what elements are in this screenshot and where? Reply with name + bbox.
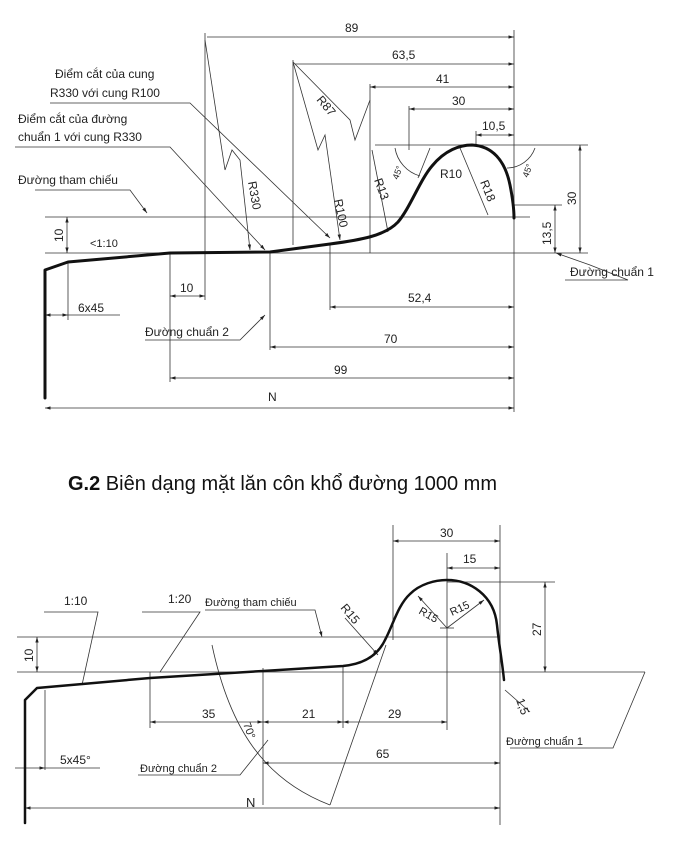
leaders-and-construction [44,595,531,806]
dim-v13-5: 13,5 [540,221,554,245]
dim-15: 15 [463,552,477,566]
radius-leaders [204,39,536,251]
dim-v27: 27 [530,622,544,636]
radius-r15-right: R15 [448,599,471,618]
dim-h10: 10 [180,281,194,295]
radius-r87: R87 [314,93,339,119]
taper-1-10: 1:10 [64,594,88,608]
figure-title: Biên dạng mặt lăn côn khổ đường 1000 mm [100,473,497,495]
radius-r13: R13 [371,176,392,202]
dim-35: 35 [202,707,216,721]
dimension-lines [45,35,582,410]
dim-52-4: 52,4 [408,291,432,305]
note-datum-2: Đường chuẩn 2 [140,763,217,775]
figure-caption: G.2 Biên dạng mặt lăn côn khổ đường 1000… [68,473,497,495]
extension-lines [17,525,646,825]
dim-41: 41 [436,72,450,86]
note-datum-1: Đường chuẩn 1 [570,265,654,279]
wheel-profile-bottom [23,578,506,825]
wheel-profile-top [43,143,516,400]
note-datum-2: Đường chuẩn 2 [145,325,229,339]
note-reference-line: Đường tham chiếu [18,173,118,187]
radius-r100: R100 [331,198,351,229]
radius-r10: R10 [440,167,462,181]
dim-chamfer: 6x45 [78,301,104,315]
top-drawing: Điểm cắt của cung R330 với cung R100 Điể… [15,21,654,412]
dim-65: 65 [376,747,390,761]
dim-N: N [246,795,255,810]
dim-99: 99 [334,363,348,377]
note-datum-1: Đường chuẩn 1 [506,736,583,748]
angle-right: 45° [520,162,534,179]
top-labels: Điểm cắt của cung R330 với cung R100 Điể… [18,21,654,404]
radius-r15-fillet: R15 [338,601,363,627]
note-leaders [15,102,629,341]
dim-70: 70 [384,332,398,346]
dim-89: 89 [345,21,359,35]
radius-r15-left: R15 [417,605,440,625]
dim-21: 21 [302,707,316,721]
dim-chamfer: 5x45° [60,753,91,767]
figure-number: G.2 [68,473,100,495]
flank-taper: 1,5 [513,696,532,717]
dim-v30: 30 [565,191,579,205]
note-ref-intersection-line2: chuẩn 1 với cung R330 [18,130,142,144]
note-arc-intersection-line1: Điểm cắt của cung [55,66,154,81]
dim-30: 30 [440,526,454,540]
dim-10-5: 10,5 [482,119,506,133]
note-arc-intersection-line2: R330 với cung R100 [50,86,160,100]
dim-v10: 10 [22,648,36,662]
dim-63-5: 63,5 [392,48,416,62]
dim-29: 29 [388,707,402,721]
dimension-lines [15,539,547,810]
note-ref-intersection-line1: Điểm cắt của đường [18,111,127,126]
dim-N: N [268,390,277,404]
bottom-drawing: 1:10 1:20 Đường tham chiếu Đường chuẩn 1… [15,525,646,825]
angle-left: 45° [390,164,404,181]
radius-r330: R330 [245,180,264,211]
dim-30: 30 [452,94,466,108]
dim-v10: 10 [52,228,66,242]
taper-1-20: 1:20 [168,592,192,606]
taper-label: <1:10 [90,238,118,250]
angle-70: 70° [240,721,257,741]
bottom-labels: 1:10 1:20 Đường tham chiếu Đường chuẩn 1… [22,526,583,810]
note-reference-line: Đường tham chiếu [205,597,297,609]
radius-r18: R18 [477,178,498,204]
